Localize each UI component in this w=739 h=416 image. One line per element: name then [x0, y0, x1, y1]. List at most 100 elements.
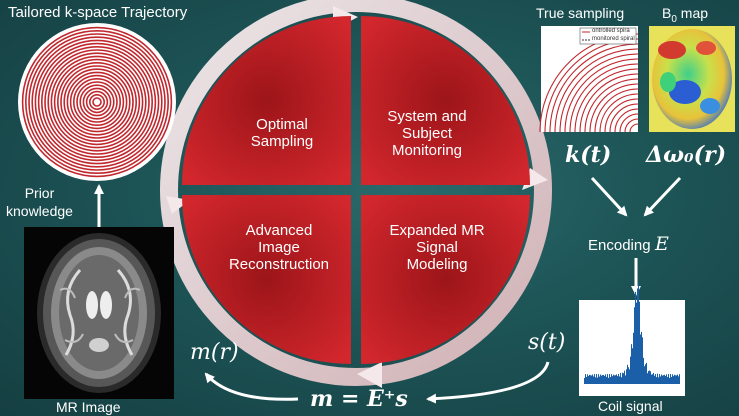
b0-map-suffix: map	[676, 5, 709, 21]
signal-bar	[629, 369, 630, 384]
sampling-arc	[564, 58, 639, 133]
signal-bar	[627, 364, 628, 384]
signal-bar	[614, 375, 615, 384]
signal-bar	[620, 372, 621, 384]
spiral-ring	[89, 94, 106, 111]
signal-bar	[613, 374, 614, 384]
spiral-ring	[25, 30, 169, 174]
arrow-s-to-equation	[426, 361, 550, 404]
signal-bar	[637, 288, 638, 384]
signal-bar	[605, 374, 606, 384]
sampling-arc	[619, 113, 639, 133]
signal-bar	[672, 374, 673, 384]
signal-bar	[608, 377, 609, 384]
sampling-arc	[614, 108, 639, 133]
signal-bar	[617, 376, 618, 384]
signal-bar	[652, 374, 653, 384]
sampling-arc	[579, 73, 639, 133]
signal-bar	[630, 356, 631, 384]
sampling-arc	[549, 43, 639, 133]
signal-bar	[655, 374, 656, 384]
signal-bar	[626, 369, 627, 384]
signal-bar	[597, 377, 598, 384]
signal-bar	[609, 374, 610, 384]
signal-bar	[615, 375, 616, 384]
math-equation: m = E⁺s	[310, 386, 408, 412]
quadrant-signal-modeling	[361, 195, 530, 364]
signal-bar	[610, 377, 611, 384]
signal-bar	[671, 377, 672, 384]
signal-bar	[623, 373, 624, 384]
signal-bar	[642, 337, 643, 384]
signal-bar	[648, 371, 649, 384]
signal-bar	[584, 378, 585, 384]
quadrant-label-optimal-sampling: Optimal Sampling	[250, 116, 314, 150]
signal-bar	[673, 376, 674, 384]
signal-bar	[596, 374, 597, 384]
spiral-ring	[44, 49, 150, 155]
signal-bar	[656, 377, 657, 384]
signal-bar	[639, 301, 640, 384]
label-true-sampling: True sampling	[536, 5, 625, 21]
signal-bar	[628, 367, 629, 384]
spiral-ring	[28, 33, 166, 171]
signal-bar	[603, 374, 604, 384]
sampling-arc	[559, 53, 639, 133]
signal-bar	[651, 374, 652, 384]
math-encoding-E: E	[655, 233, 669, 255]
math-m-r: m(r)	[190, 340, 239, 365]
signal-bar	[624, 370, 625, 384]
signal-bar	[632, 348, 633, 384]
spiral-ring	[56, 61, 138, 143]
sampling-arc	[609, 103, 639, 133]
signal-bar	[664, 374, 665, 384]
quadrant-label-image-reconstruction: Advanced Image Reconstruction	[228, 222, 330, 273]
signal-bar	[660, 376, 661, 384]
signal-bar	[638, 283, 639, 384]
sampling-arc	[569, 63, 639, 133]
signal-bar	[675, 375, 676, 384]
label-coil-signal: Coil signal	[598, 398, 663, 414]
signal-bar	[606, 376, 607, 384]
quadrant-label-system-monitoring: System and Subject Monitoring	[387, 108, 467, 159]
signal-bar	[591, 375, 592, 384]
signal-bar	[631, 344, 632, 384]
signal-bar	[611, 374, 612, 384]
signal-bar	[676, 375, 677, 384]
mr-brain-image	[24, 227, 174, 399]
label-b0-map: B0 map	[662, 5, 708, 25]
signal-bar	[662, 375, 663, 384]
signal-bar	[670, 374, 671, 384]
signal-bar	[587, 374, 588, 384]
signal-bar	[665, 375, 666, 384]
label-tailored-trajectory: Tailored k-space Trajectory	[8, 4, 188, 21]
signal-bar	[644, 366, 645, 384]
spiral-ring	[63, 68, 131, 136]
signal-bar	[667, 376, 668, 384]
signal-bar	[646, 362, 647, 384]
quadrant-system-monitoring	[361, 16, 530, 185]
label-mr-image: MR Image	[56, 399, 121, 415]
signal-bar	[600, 374, 601, 384]
signal-bar	[592, 374, 593, 384]
signal-bar	[616, 374, 617, 384]
signal-bar	[588, 376, 589, 384]
signal-bar	[668, 374, 669, 384]
signal-bar	[653, 372, 654, 384]
signal-bar	[604, 375, 605, 384]
signal-bar	[640, 334, 641, 384]
arrow-equation-to-m	[204, 372, 299, 401]
signal-bar	[634, 307, 635, 384]
b0-map-prefix: B	[662, 5, 672, 21]
signal-bar	[594, 374, 595, 384]
signal-bar	[595, 377, 596, 384]
arrow-b0-to-encoding	[643, 176, 682, 217]
spiral-ring	[47, 52, 147, 152]
signal-bar	[633, 332, 634, 384]
signal-bar	[621, 377, 622, 384]
signal-bar	[612, 376, 613, 384]
signal-bar	[598, 374, 599, 384]
signal-bar	[677, 374, 678, 384]
signal-bar	[669, 377, 670, 384]
spiral-ring	[82, 87, 112, 117]
